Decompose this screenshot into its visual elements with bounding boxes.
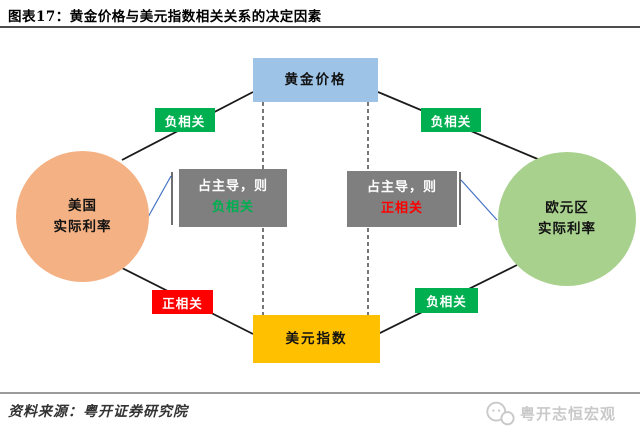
- figure-title: 图表17：黄金价格与美元指数相关关系的决定因素: [8, 9, 322, 25]
- callout-right: 占主导，则 正相关: [347, 171, 457, 227]
- node-us-real-rate-line2: 实际利率: [53, 218, 112, 235]
- node-us-real-rate: 美国 实际利率: [16, 151, 149, 282]
- callout-left: 占主导，则 负相关: [179, 169, 287, 227]
- source-note: 资料来源：粤开证券研究院: [8, 404, 188, 420]
- node-euro-real-rate-line2: 实际利率: [538, 221, 596, 237]
- node-euro-real-rate: 欧元区 实际利率: [498, 152, 636, 286]
- watermark: 粤开志恒宏观: [484, 398, 636, 428]
- node-gold-price-label: 黄金价格: [284, 71, 347, 88]
- node-gold-price: 黄金价格: [253, 58, 378, 102]
- title-divider: [0, 26, 640, 28]
- node-usd-index-label: 美元指数: [285, 330, 348, 347]
- badge-top-left: 负相关: [155, 108, 215, 132]
- badge-bottom-right: 负相关: [415, 288, 478, 313]
- callout-left-line2: 负相关: [211, 200, 254, 215]
- badge-bottom-left: 正相关: [152, 290, 213, 314]
- node-us-real-rate-line1: 美国: [68, 197, 97, 214]
- footer-divider: [0, 392, 640, 394]
- callout-right-line2: 正相关: [380, 201, 423, 216]
- node-euro-real-rate-line1: 欧元区: [545, 200, 589, 217]
- callout-right-line1: 占主导，则: [366, 180, 437, 196]
- leader-line-right: [460, 179, 498, 221]
- leader-line-left: [146, 175, 172, 220]
- callout-left-line1: 占主导，则: [197, 179, 268, 195]
- yuekai-logo-icon: [486, 401, 515, 425]
- watermark-text: 粤开志恒宏观: [520, 404, 617, 423]
- badge-top-right: 负相关: [421, 108, 481, 132]
- node-usd-index: 美元指数: [253, 315, 380, 363]
